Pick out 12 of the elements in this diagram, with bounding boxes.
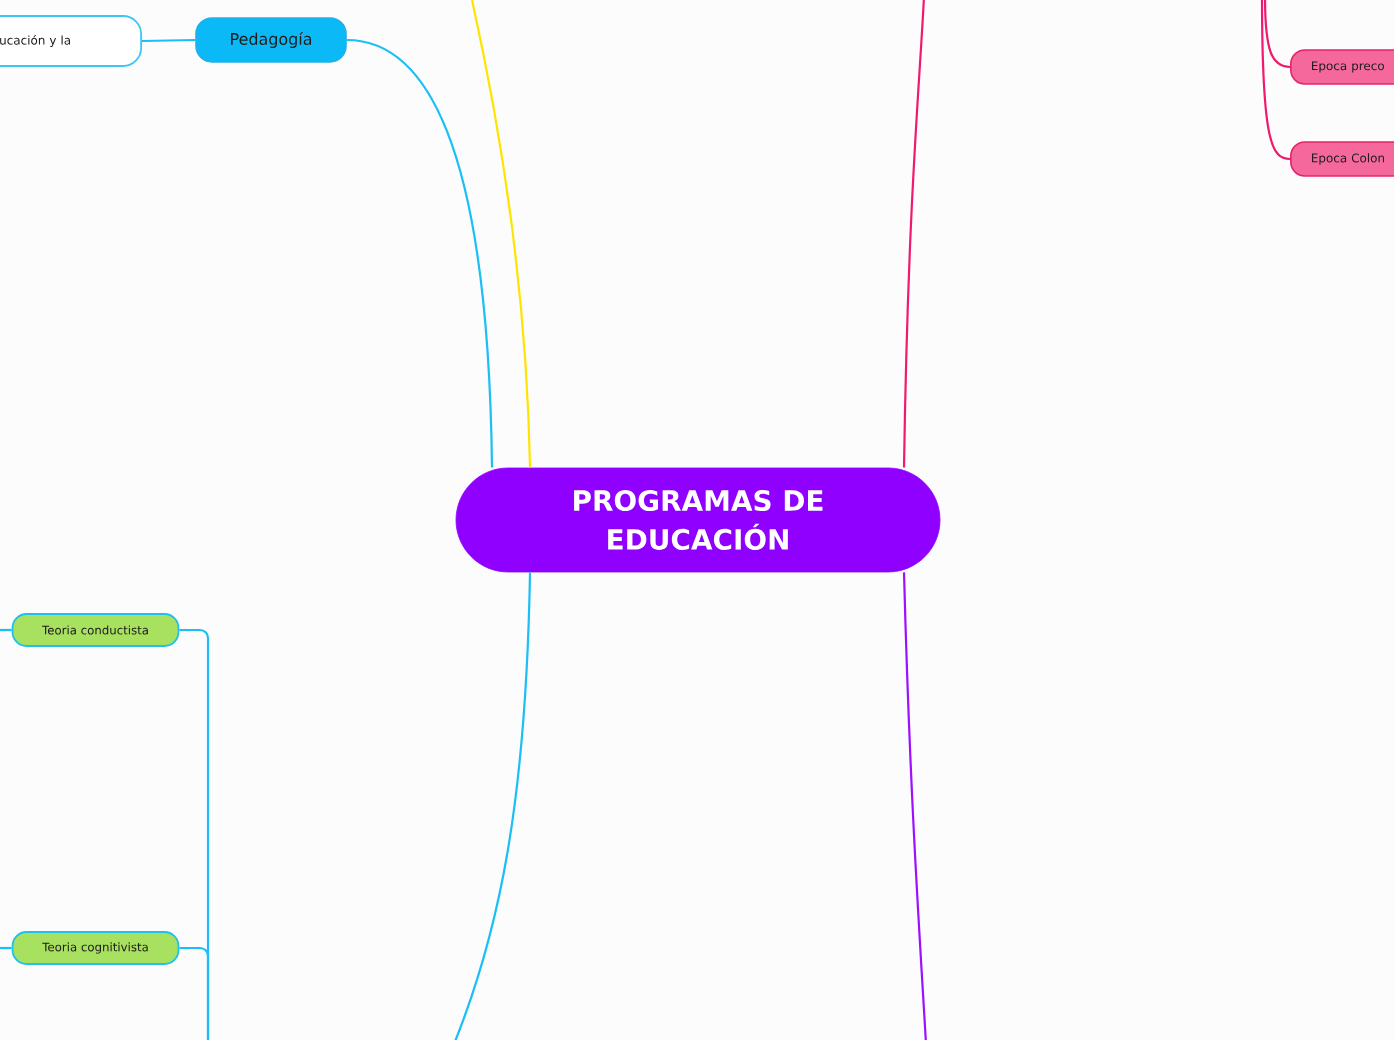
connector-line (346, 38, 494, 468)
connector-line (179, 946, 210, 1040)
connector-line (142, 38, 196, 43)
connector-line (902, 0, 926, 468)
connector-line (1260, 0, 1291, 161)
connector-line (470, 0, 532, 468)
connector-line (0, 628, 12, 632)
connector-line (902, 572, 928, 1040)
connector-line (0, 946, 12, 950)
connector-line (453, 572, 532, 1040)
main-topic-box: PROGRAMAS DE EDUCACIÓN (455, 467, 941, 573)
connector-line (1263, 0, 1291, 69)
